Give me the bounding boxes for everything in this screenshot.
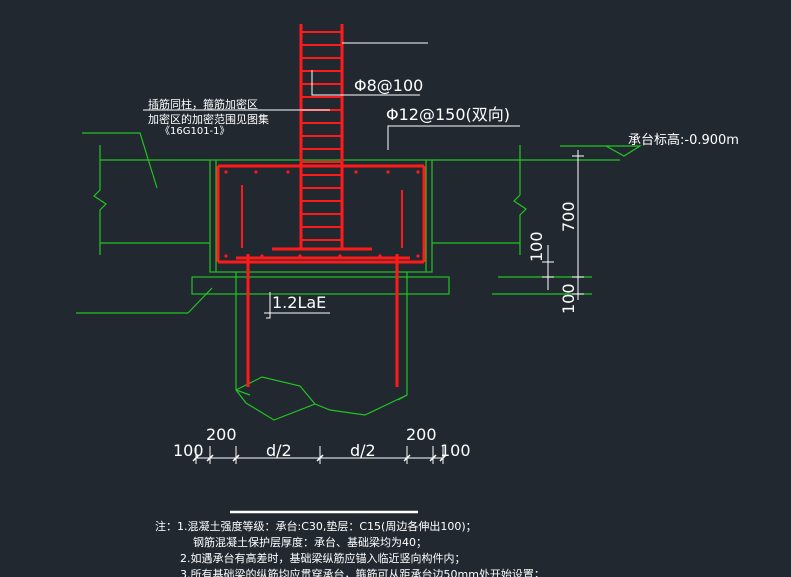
note-line3: 2.如遇承台有高差时，基础梁纵筋应锚入临近竖向构件内； [180, 551, 466, 565]
dim-d-half-left: d/2 [266, 441, 292, 460]
rebar-section-dot [338, 254, 342, 258]
rebar-section-dot [354, 170, 358, 174]
annotation-lines [143, 42, 584, 514]
note-line2: 钢筋混凝土保护层厚度：承台、基础梁均为40； [193, 535, 427, 549]
rebar-section-dot [416, 170, 420, 174]
rebar-section-dot [386, 170, 390, 174]
rebar-section-dot [416, 254, 420, 258]
rebar-section-dot [254, 170, 258, 174]
rebar-section-dot [260, 254, 264, 258]
cap-rebar [216, 164, 426, 387]
cap-elevation-label: 承台标高:-0.900m [628, 132, 739, 148]
dim-right-200: 200 [406, 425, 437, 444]
cover-dim-a: 100 [527, 231, 546, 262]
note-line1: 注：1.混凝土强度等级：承台:C30,垫层：C15(周边各伸出100)； [155, 519, 477, 533]
rebar-section-dot [224, 170, 228, 174]
stirrup-spec-label: Φ8@100 [354, 76, 423, 95]
dim-right-100: 100 [440, 441, 471, 460]
rebar-section-dot [286, 170, 290, 174]
rebar-section-dot [378, 254, 382, 258]
rebar-note-line1: 插筋同柱，箍筋加密区 [148, 97, 258, 111]
column-rebar [272, 24, 372, 251]
rebar-section-dot [298, 254, 302, 258]
rebar-note-line2: 加密区的加密范围见图集 [148, 112, 269, 126]
note-line4: 3.所有基础梁的纵筋均应贯穿承台，箍筋可从距承台边50mm处开始设置； [180, 567, 545, 577]
rebar-note-line3: 《16G101-1》 [160, 125, 230, 137]
dim-left-200: 200 [206, 425, 237, 444]
cap-rebar-spec-label: Φ12@150(双向) [386, 105, 510, 124]
rebar-section-dot [224, 254, 228, 258]
concrete-outlines [76, 132, 643, 421]
cap-height-dim: 700 [559, 201, 578, 232]
dim-d-half-right: d/2 [350, 441, 376, 460]
anchorage-label: 1.2LaE [272, 293, 326, 312]
cover-dim-b: 100 [559, 283, 578, 314]
dim-left-100: 100 [173, 441, 204, 460]
